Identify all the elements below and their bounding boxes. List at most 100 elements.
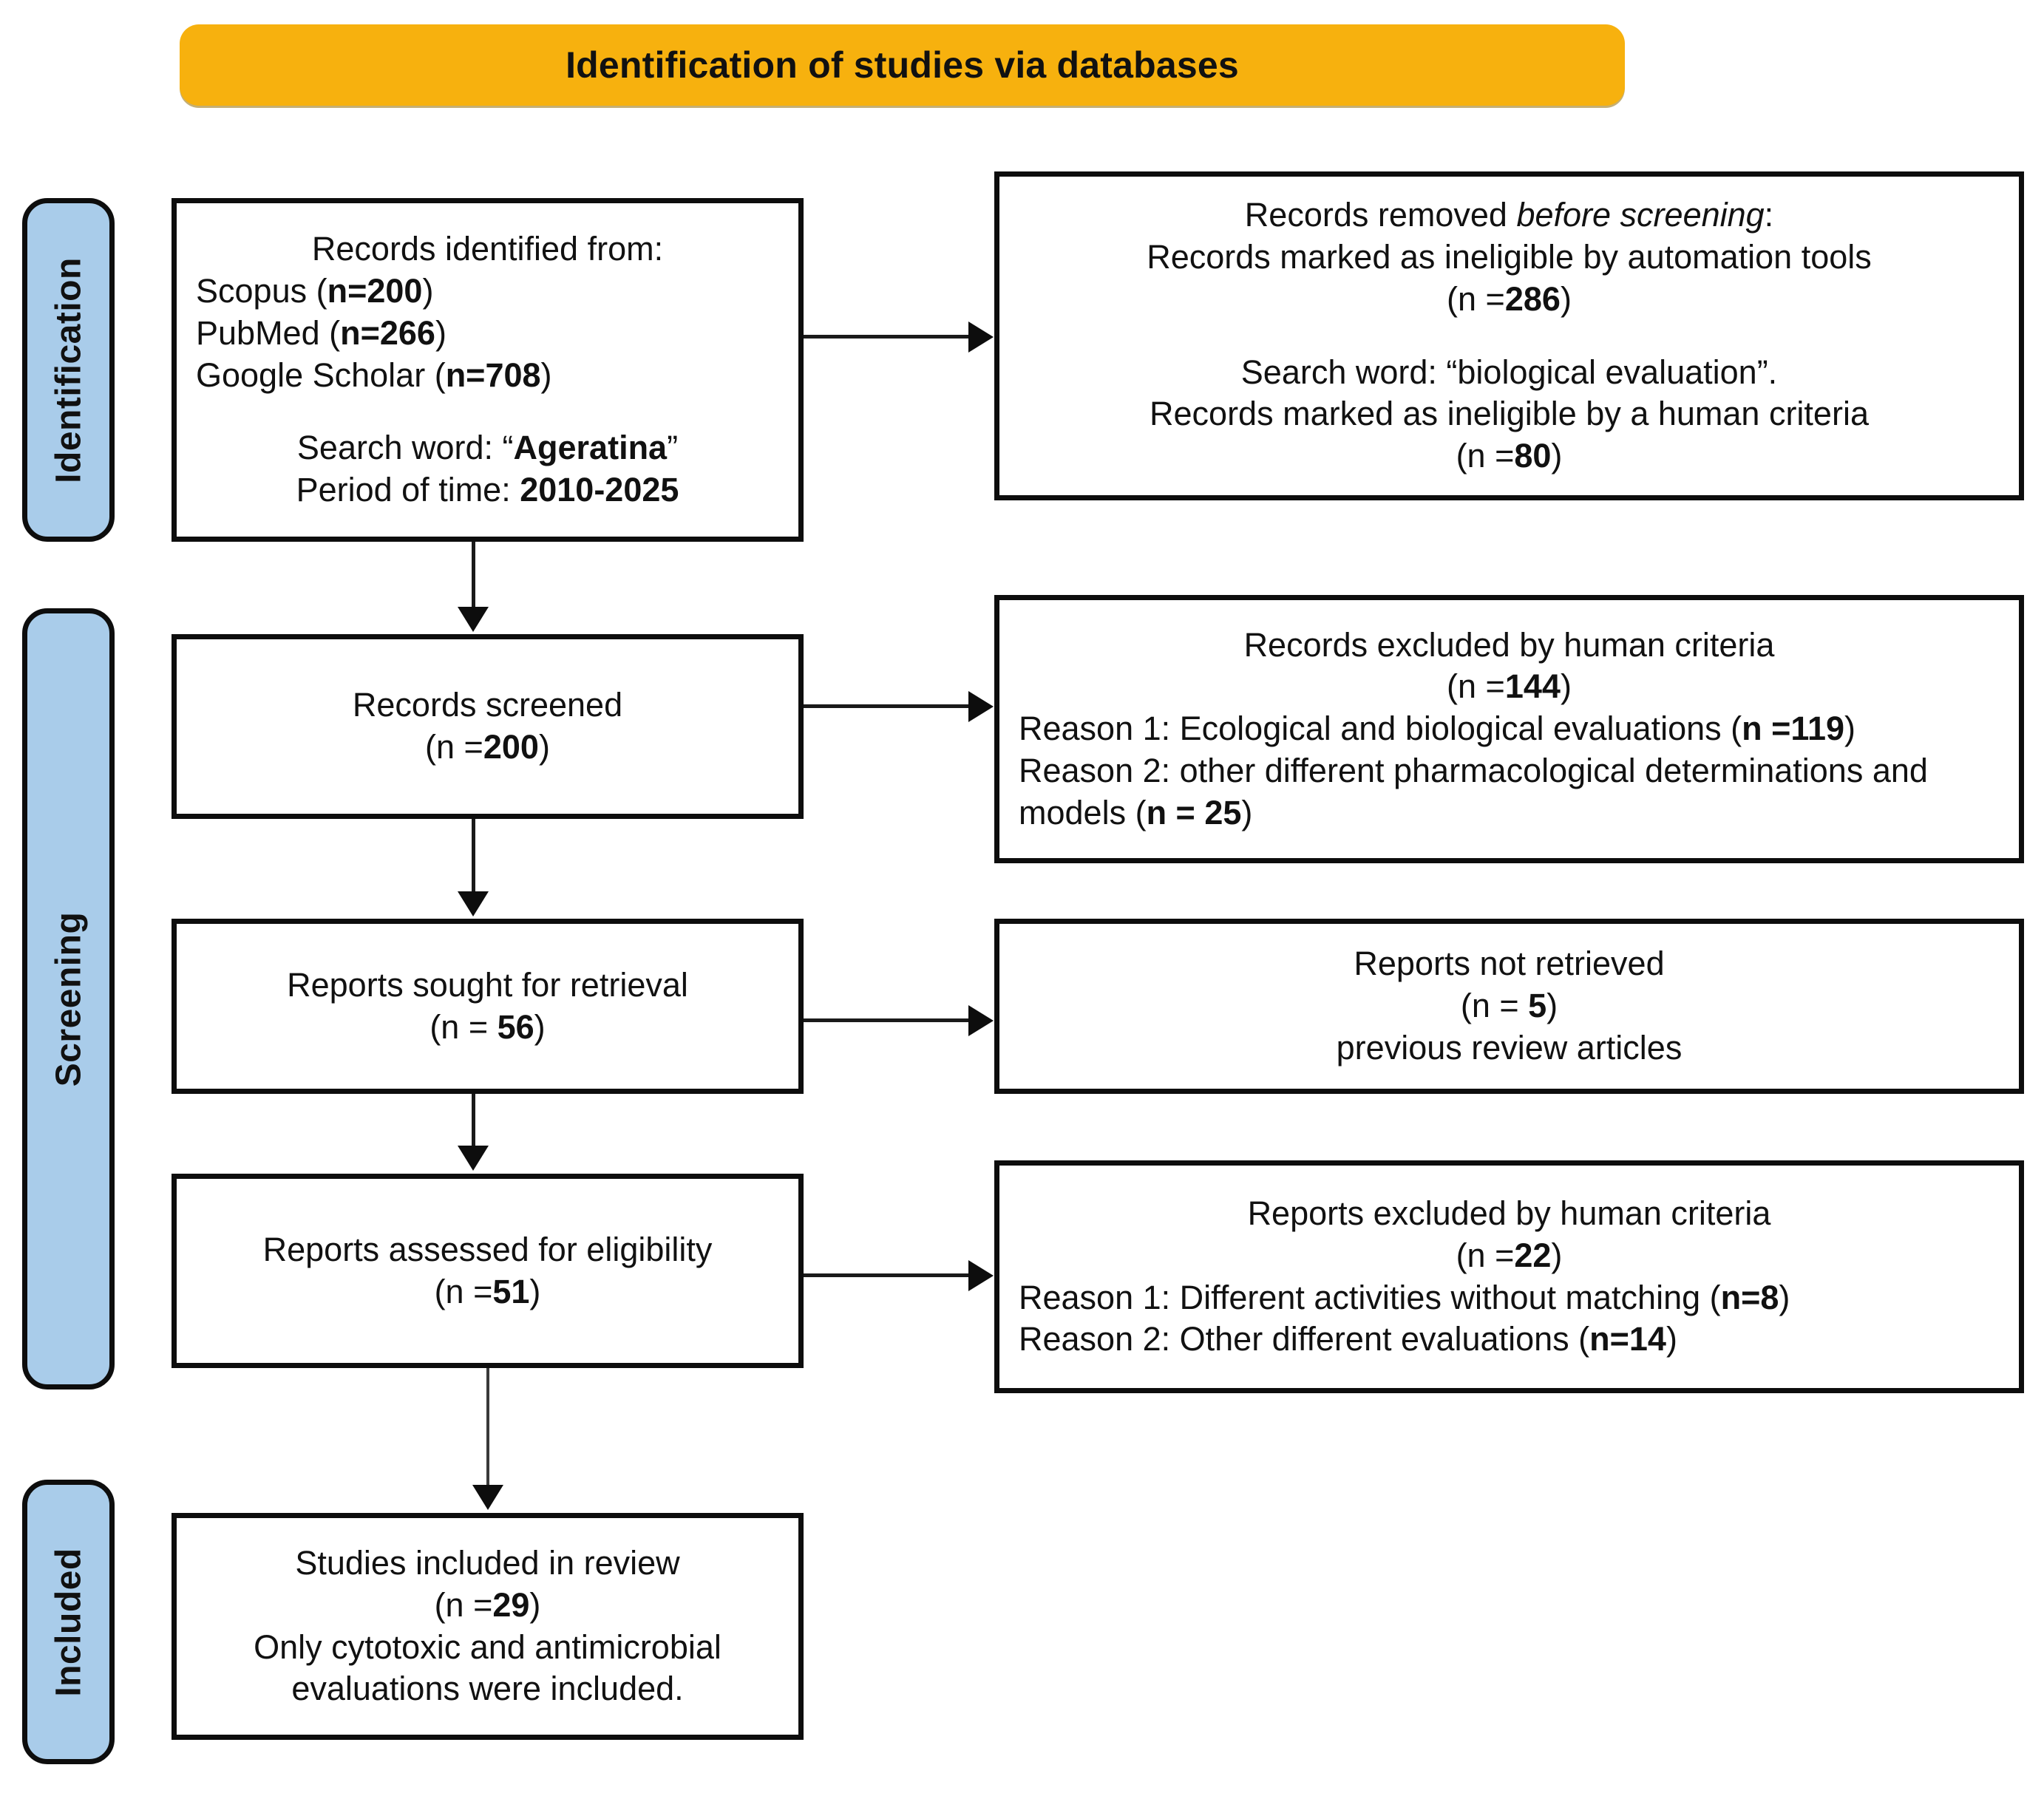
pubmed-label: PubMed ( — [196, 313, 341, 352]
records-excluded-count: (n =144) — [999, 666, 2019, 708]
screened-n-close: ) — [538, 728, 550, 766]
connector-assessed-to-included-line — [486, 1368, 489, 1486]
reports-excluded-reason-1: Reason 1: Different activities without m… — [999, 1277, 2019, 1319]
box-records-identified: Records identified from: Scopus (n=200) … — [172, 198, 804, 542]
reports-excluded-count: (n =22) — [999, 1235, 2019, 1277]
scopus-count: n=200 — [327, 272, 423, 310]
records-removed-colon: : — [1764, 196, 1774, 234]
sought-n-value: 56 — [497, 1007, 534, 1046]
connector-sought-to-not-retrieved-arrowhead — [968, 1005, 994, 1036]
spacer — [999, 321, 2019, 352]
scopus-paren: ) — [422, 272, 434, 310]
connector-sought-to-not-retrieved-line — [804, 1018, 970, 1022]
assessed-n-value: 51 — [492, 1272, 530, 1310]
connector-assessed-to-excluded-line — [804, 1273, 970, 1277]
pubmed-count: n=266 — [340, 313, 435, 352]
search-word-value: Ageratina — [513, 429, 668, 467]
automation-n-value: 286 — [1504, 279, 1561, 318]
records-identified-pubmed: PubMed (n=266) — [177, 313, 798, 355]
stage-identification-text: Identification — [49, 256, 88, 483]
records-removed-title: Records removed before screening: — [999, 194, 2019, 237]
rep-excl-n-open: (n = — [1456, 1236, 1515, 1274]
rec-excl-n-value: 144 — [1504, 667, 1561, 706]
not-retrieved-n-open: (n = — [1460, 987, 1529, 1025]
rep-excl-n-value: 22 — [1514, 1236, 1552, 1274]
records-removed-lead: Records removed — [1244, 196, 1517, 234]
screened-n-value: 200 — [483, 728, 539, 766]
reason2-close: ) — [1241, 793, 1253, 831]
spacer — [177, 396, 798, 427]
automation-n-close: ) — [1560, 279, 1572, 318]
studies-included-title: Studies included in review — [295, 1544, 680, 1582]
human-criteria-line: Records marked as ineligible by a human … — [1150, 395, 1869, 433]
records-identified-scopus: Scopus (n=200) — [177, 271, 798, 313]
reason1-text: Reason 1: Ecological and biological eval… — [1019, 710, 1742, 748]
reason2-count: n = 25 — [1146, 793, 1242, 831]
connector-identified-to-screened-line — [472, 542, 475, 608]
search-word-quote: ” — [667, 429, 679, 467]
stage-included-text: Included — [49, 1547, 88, 1697]
reason1-close: ) — [1844, 710, 1855, 748]
removed-search-word: Search word: “biological evaluation”. — [1240, 353, 1778, 391]
rep-reason1-count: n=8 — [1720, 1278, 1779, 1316]
human-criteria-count: (n =80) — [999, 435, 2019, 477]
box-records-excluded: Records excluded by human criteria (n =1… — [994, 595, 2024, 863]
records-screened-count: (n =200) — [177, 727, 798, 769]
assessed-n-open: (n = — [434, 1272, 493, 1310]
records-screened-title: Records screened — [352, 686, 623, 724]
stage-screening-text: Screening — [49, 911, 88, 1086]
studies-included-note: Only cytotoxic and antimicrobial evaluat… — [254, 1627, 721, 1708]
connector-assessed-to-excluded-arrowhead — [968, 1260, 994, 1291]
connector-assessed-to-included-arrowhead — [472, 1485, 503, 1510]
included-n-open: (n = — [434, 1585, 493, 1624]
scholar-paren: ) — [540, 356, 552, 394]
reason1-count: n =119 — [1742, 710, 1844, 748]
scholar-label: Google Scholar ( — [196, 356, 446, 394]
box-reports-sought: Reports sought for retrieval (n = 56) — [172, 919, 804, 1094]
connector-screened-to-sought-arrowhead — [458, 891, 489, 916]
connector-sought-to-assessed-arrowhead — [458, 1146, 489, 1171]
reports-assessed-count: (n =51) — [177, 1271, 798, 1313]
records-excluded-reason-1: Reason 1: Ecological and biological eval… — [999, 708, 2019, 750]
not-retrieved-n-value: 5 — [1528, 987, 1547, 1025]
connector-sought-to-assessed-line — [472, 1094, 475, 1147]
reason2-text: Reason 2: other different pharmacologica… — [1019, 751, 1928, 831]
reports-excluded-reason-2: Reason 2: Other different evaluations (n… — [999, 1319, 2019, 1361]
included-n-value: 29 — [492, 1585, 530, 1624]
stage-label-included: Included — [22, 1480, 115, 1764]
studies-included-count: (n =29) — [177, 1585, 798, 1627]
assessed-n-close: ) — [529, 1272, 541, 1310]
box-reports-excluded: Reports excluded by human criteria (n =2… — [994, 1160, 2024, 1393]
human-n-close: ) — [1551, 436, 1563, 474]
stage-label-identification: Identification — [22, 198, 115, 542]
box-records-screened: Records screened (n =200) — [172, 634, 804, 819]
scopus-label: Scopus ( — [196, 272, 327, 310]
period-value: 2010-2025 — [520, 470, 679, 508]
rep-reason2-count: n=14 — [1589, 1320, 1666, 1358]
screened-n-open: (n = — [425, 728, 483, 766]
connector-identified-to-removed-line — [804, 335, 970, 339]
not-retrieved-count: (n = 5) — [999, 985, 2019, 1027]
automation-tools-count: (n =286) — [999, 279, 2019, 321]
box-studies-included: Studies included in review (n =29) Only … — [172, 1513, 804, 1740]
box-records-removed: Records removed before screening: Record… — [994, 171, 2024, 500]
connector-screened-to-sought-line — [472, 819, 475, 893]
connector-identified-to-screened-arrowhead — [458, 607, 489, 632]
human-n-value: 80 — [1514, 436, 1552, 474]
rec-excl-n-open: (n = — [1447, 667, 1505, 706]
rep-reason2-close: ) — [1666, 1320, 1677, 1358]
rep-reason1-close: ) — [1779, 1278, 1790, 1316]
box-reports-assessed: Reports assessed for eligibility (n =51) — [172, 1174, 804, 1368]
records-identified-title: Records identified from: — [311, 230, 664, 268]
reports-assessed-title: Reports assessed for eligibility — [262, 1230, 713, 1268]
period-line: Period of time: 2010-2025 — [177, 469, 798, 511]
sought-n-close: ) — [534, 1007, 546, 1046]
reports-sought-count: (n = 56) — [177, 1007, 798, 1049]
human-n-open: (n = — [1456, 436, 1515, 474]
records-excluded-reason-2: Reason 2: other different pharmacologica… — [999, 750, 2019, 834]
reports-sought-title: Reports sought for retrieval — [287, 965, 688, 1004]
automation-n-open: (n = — [1447, 279, 1505, 318]
connector-screened-to-excluded-line — [804, 704, 970, 708]
scholar-count: n=708 — [445, 356, 541, 394]
